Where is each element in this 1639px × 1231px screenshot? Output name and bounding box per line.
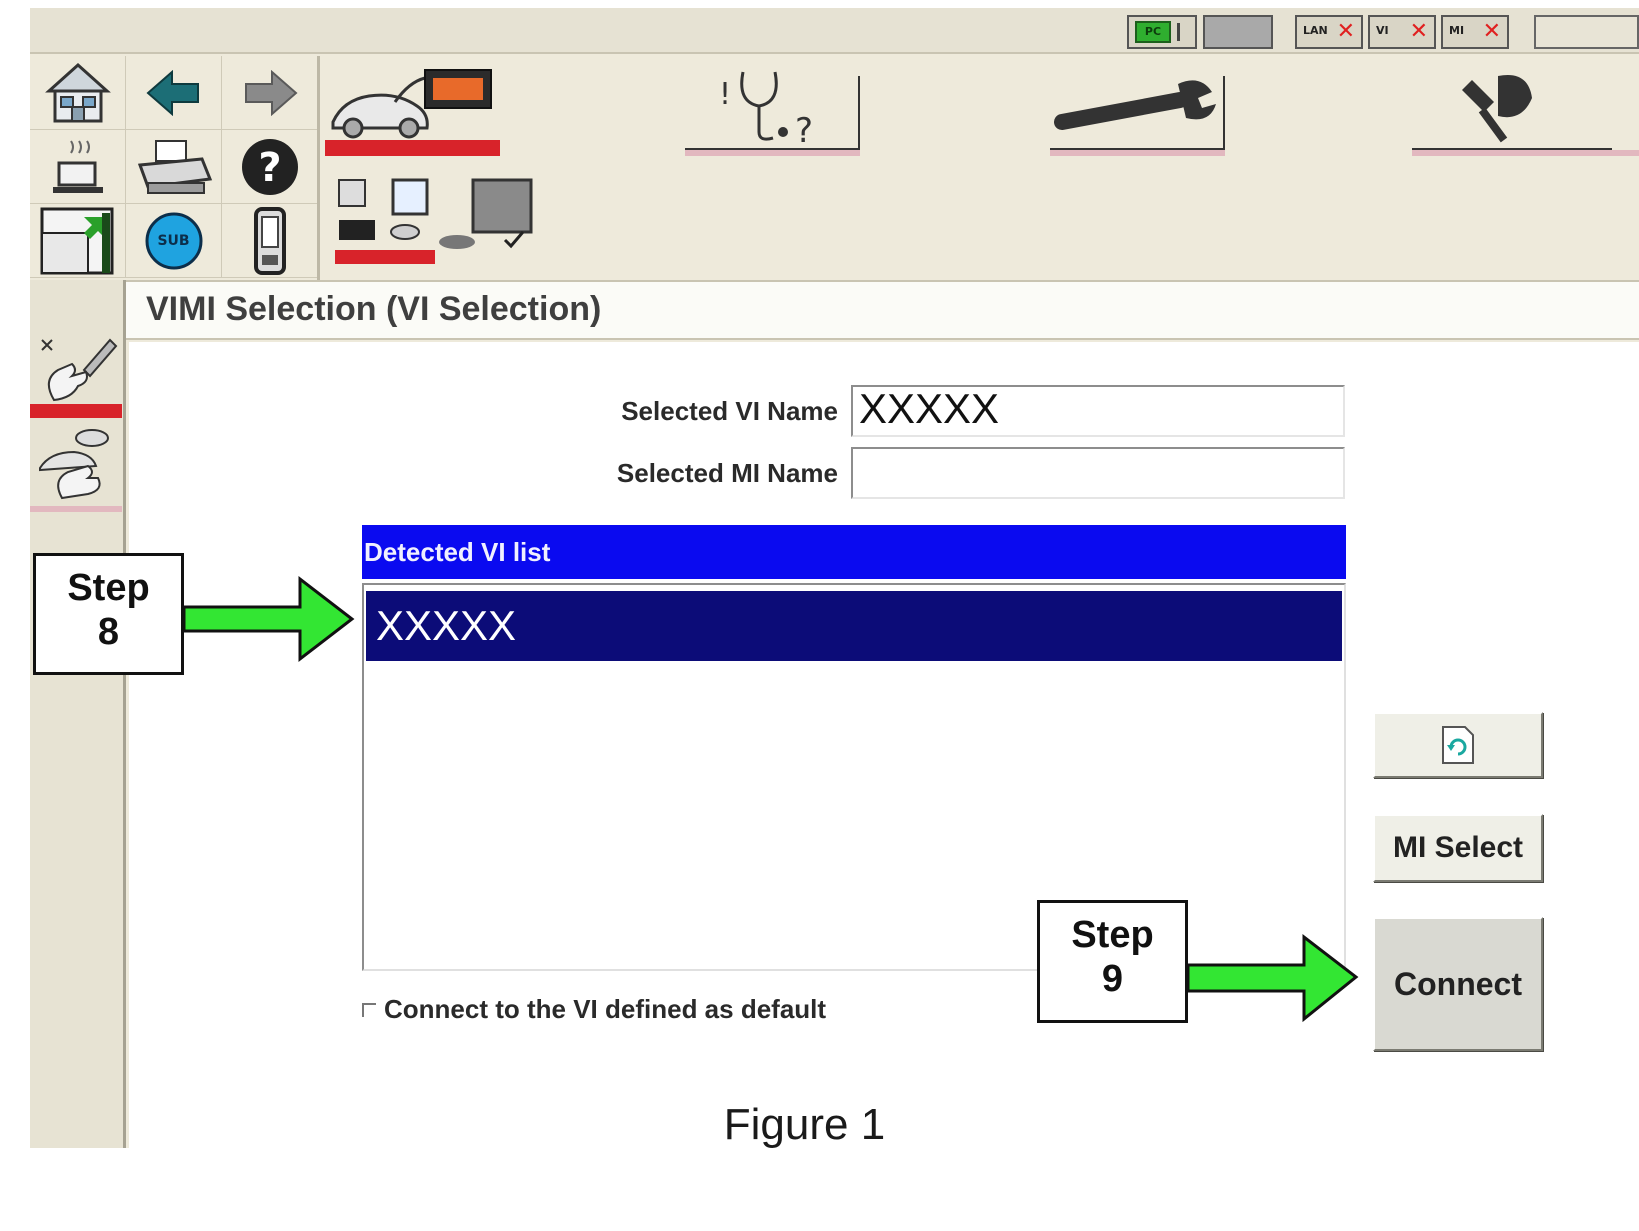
- vi-error-icon: ✕: [1409, 19, 1428, 44]
- mi-select-button[interactable]: MI Select: [1373, 814, 1543, 882]
- selected-vi-name-field[interactable]: XXXXX: [851, 385, 1345, 437]
- side-tab-vi-select-indicator: [30, 404, 122, 418]
- mi-error-icon: ✕: [1482, 19, 1501, 44]
- pc-icon: PC: [1135, 21, 1171, 43]
- lan-label: LAN: [1303, 24, 1328, 37]
- toolbar-divider: [317, 56, 320, 280]
- vi-device-button[interactable]: [222, 204, 318, 278]
- selected-mi-name-field[interactable]: [851, 447, 1345, 499]
- pc-connection-indicator: PC: [1127, 15, 1197, 49]
- lan-indicator: LAN ✕: [1295, 15, 1363, 49]
- mi-label: MI: [1449, 24, 1465, 37]
- svg-text:!: !: [719, 77, 731, 112]
- vi-device-icon: [253, 206, 286, 275]
- tab-vimi-selection-indicator: [335, 250, 435, 264]
- side-tab-mi-select-indicator: [30, 506, 122, 512]
- step-9-arrow-icon: [1188, 933, 1359, 1023]
- selected-mi-name-label: Selected MI Name: [616, 458, 838, 488]
- tab-maintenance-indicator: [1412, 150, 1639, 156]
- status-bar: PC LAN ✕ VI ✕ MI ✕: [30, 8, 1639, 54]
- refresh-button[interactable]: [1373, 712, 1543, 778]
- step-8-line2: 8: [97, 611, 120, 653]
- help-button[interactable]: ?: [222, 130, 318, 204]
- tab-maintenance[interactable]: [1412, 66, 1639, 150]
- mi-indicator: MI ✕: [1441, 15, 1509, 49]
- sub-label: SUB: [157, 232, 190, 249]
- default-vi-checkbox-label: Connect to the VI defined as default: [384, 994, 827, 1024]
- vi-indicator: VI ✕: [1368, 15, 1436, 49]
- forward-button[interactable]: [222, 56, 318, 130]
- status-field: [1534, 15, 1639, 49]
- help-icon: ?: [241, 138, 298, 195]
- tab-connect-vehicle[interactable]: [325, 66, 500, 158]
- default-vi-checkbox-row[interactable]: Connect to the VI defined as default: [362, 994, 826, 1025]
- refresh-document-icon: [1442, 726, 1474, 764]
- figure-caption: Figure 1: [723, 1100, 886, 1149]
- tab-repair[interactable]: [1050, 66, 1225, 150]
- page-title: VIMI Selection (VI Selection): [146, 290, 602, 328]
- confirm-screen-icon: [439, 178, 533, 249]
- ecu-sleep-button[interactable]: [30, 130, 126, 204]
- hand-car-icon: [39, 429, 109, 500]
- sub-icon: [145, 212, 202, 269]
- lan-error-icon: ✕: [1336, 19, 1355, 44]
- sub-mode-button[interactable]: SUB: [126, 204, 222, 278]
- arrow-left-icon: [145, 69, 199, 116]
- tab-vimi-selection[interactable]: [335, 176, 435, 254]
- side-panel: [30, 280, 126, 1148]
- step-9-line2: 9: [1101, 958, 1124, 1000]
- step-9-line1: Step: [1071, 914, 1154, 956]
- vi-pc-icon: [338, 178, 429, 240]
- tools-icon: [1412, 74, 1612, 150]
- main-toolbar-grid: ? SUB: [30, 56, 320, 280]
- connect-button[interactable]: Connect: [1373, 917, 1543, 1051]
- blank-indicator: [1203, 15, 1273, 49]
- wrench-icon: [1050, 76, 1225, 150]
- printer-icon: [137, 139, 212, 194]
- svg-text:?: ?: [258, 145, 281, 191]
- back-button[interactable]: [126, 56, 222, 130]
- side-tab-vi-select[interactable]: [30, 326, 122, 410]
- window-button[interactable]: [30, 204, 126, 278]
- step-8-arrow-icon: [184, 575, 355, 663]
- list-item-selected[interactable]: XXXXX: [366, 591, 1342, 661]
- tab-repair-indicator: [1050, 150, 1225, 156]
- car-connect-icon: [331, 69, 492, 139]
- tab-diagnosis[interactable]: ! ?: [685, 66, 860, 151]
- step-9-callout: Step 9: [1037, 900, 1188, 1023]
- vi-label: VI: [1376, 24, 1389, 37]
- coffee-cup-icon: [52, 139, 103, 193]
- tab-connect-vehicle-indicator: [325, 140, 500, 156]
- side-tab-mi-select[interactable]: [30, 420, 122, 504]
- default-vi-checkbox[interactable]: [362, 1002, 376, 1017]
- selected-vi-name-label: Selected VI Name: [621, 396, 838, 426]
- stethoscope-icon: ! ?: [685, 71, 860, 151]
- screen-title-bar: VIMI Selection (VI Selection): [126, 280, 1639, 340]
- window-resize-icon: [40, 207, 113, 274]
- tab-confirm[interactable]: [435, 176, 535, 254]
- step-8-line1: Step: [67, 567, 150, 609]
- step-8-callout: Step 8: [33, 553, 184, 675]
- detected-vi-list-header: Detected VI list: [362, 525, 1346, 579]
- svg-text:?: ?: [795, 111, 813, 150]
- hand-select-icon: [41, 338, 118, 402]
- tab-diagnosis-indicator: [685, 150, 860, 156]
- home-icon: [44, 62, 111, 122]
- arrow-right-icon: [244, 69, 298, 116]
- pc-link-icon: [1177, 23, 1191, 41]
- home-button[interactable]: [30, 56, 126, 130]
- detected-vi-list[interactable]: XXXXX: [362, 583, 1346, 971]
- print-button[interactable]: [126, 130, 222, 204]
